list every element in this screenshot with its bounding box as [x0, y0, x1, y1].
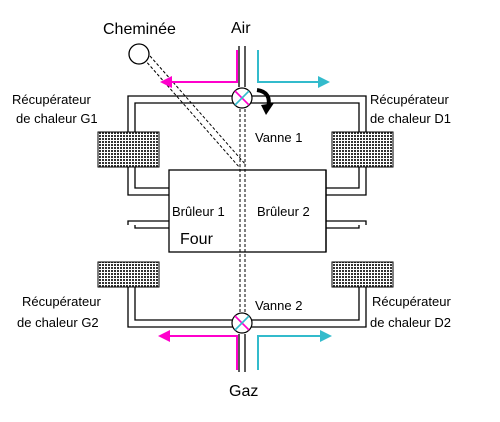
dashed-exhaust-lines: [143, 55, 247, 318]
recuperator-g1-block: [97, 131, 160, 168]
gas-inlet-pipe: [238, 334, 246, 372]
valve-1-icon: [231, 87, 253, 109]
bottom-left-flow-arrow: [158, 330, 238, 370]
furnace-box: [168, 169, 327, 253]
furnace-label: Four: [180, 231, 214, 248]
recuperator-d1-label-line1: Récupérateur: [370, 92, 449, 107]
top-left-flow-arrow: [160, 50, 238, 88]
recuperator-g2-label-line2: de chaleur G2: [17, 315, 99, 330]
recuperator-d1-label-line2: de chaleur D1: [370, 111, 451, 126]
recuperator-g2-label-line1: Récupérateur: [22, 294, 101, 309]
air-inlet-pipe: [238, 46, 246, 87]
chimney-circle-icon: [128, 43, 150, 65]
recuperator-d1-block: [331, 131, 394, 168]
valve-1-label: Vanne 1: [255, 130, 302, 145]
burner-2-label: Brûleur 2: [257, 204, 310, 219]
chimney-label: Cheminée: [103, 21, 176, 38]
recuperator-g2-block: [97, 261, 160, 288]
burner-1-label: Brûleur 1: [172, 204, 225, 219]
top-right-flow-arrow: [257, 50, 330, 88]
recuperator-g1-label-line1: Récupérateur: [12, 92, 91, 107]
recuperator-d2-block: [331, 261, 394, 288]
bottom-right-flow-arrow: [257, 330, 332, 370]
recuperator-d2-label-line1: Récupérateur: [372, 294, 451, 309]
recuperator-d2-label-line2: de chaleur D2: [370, 315, 451, 330]
recuperator-g1-label-line2: de chaleur G1: [16, 111, 98, 126]
rotation-arrow-icon: [256, 88, 274, 115]
gas-label: Gaz: [229, 383, 258, 400]
air-label: Air: [231, 20, 251, 37]
valve-2-icon: [231, 312, 253, 334]
valve-2-label: Vanne 2: [255, 298, 302, 313]
